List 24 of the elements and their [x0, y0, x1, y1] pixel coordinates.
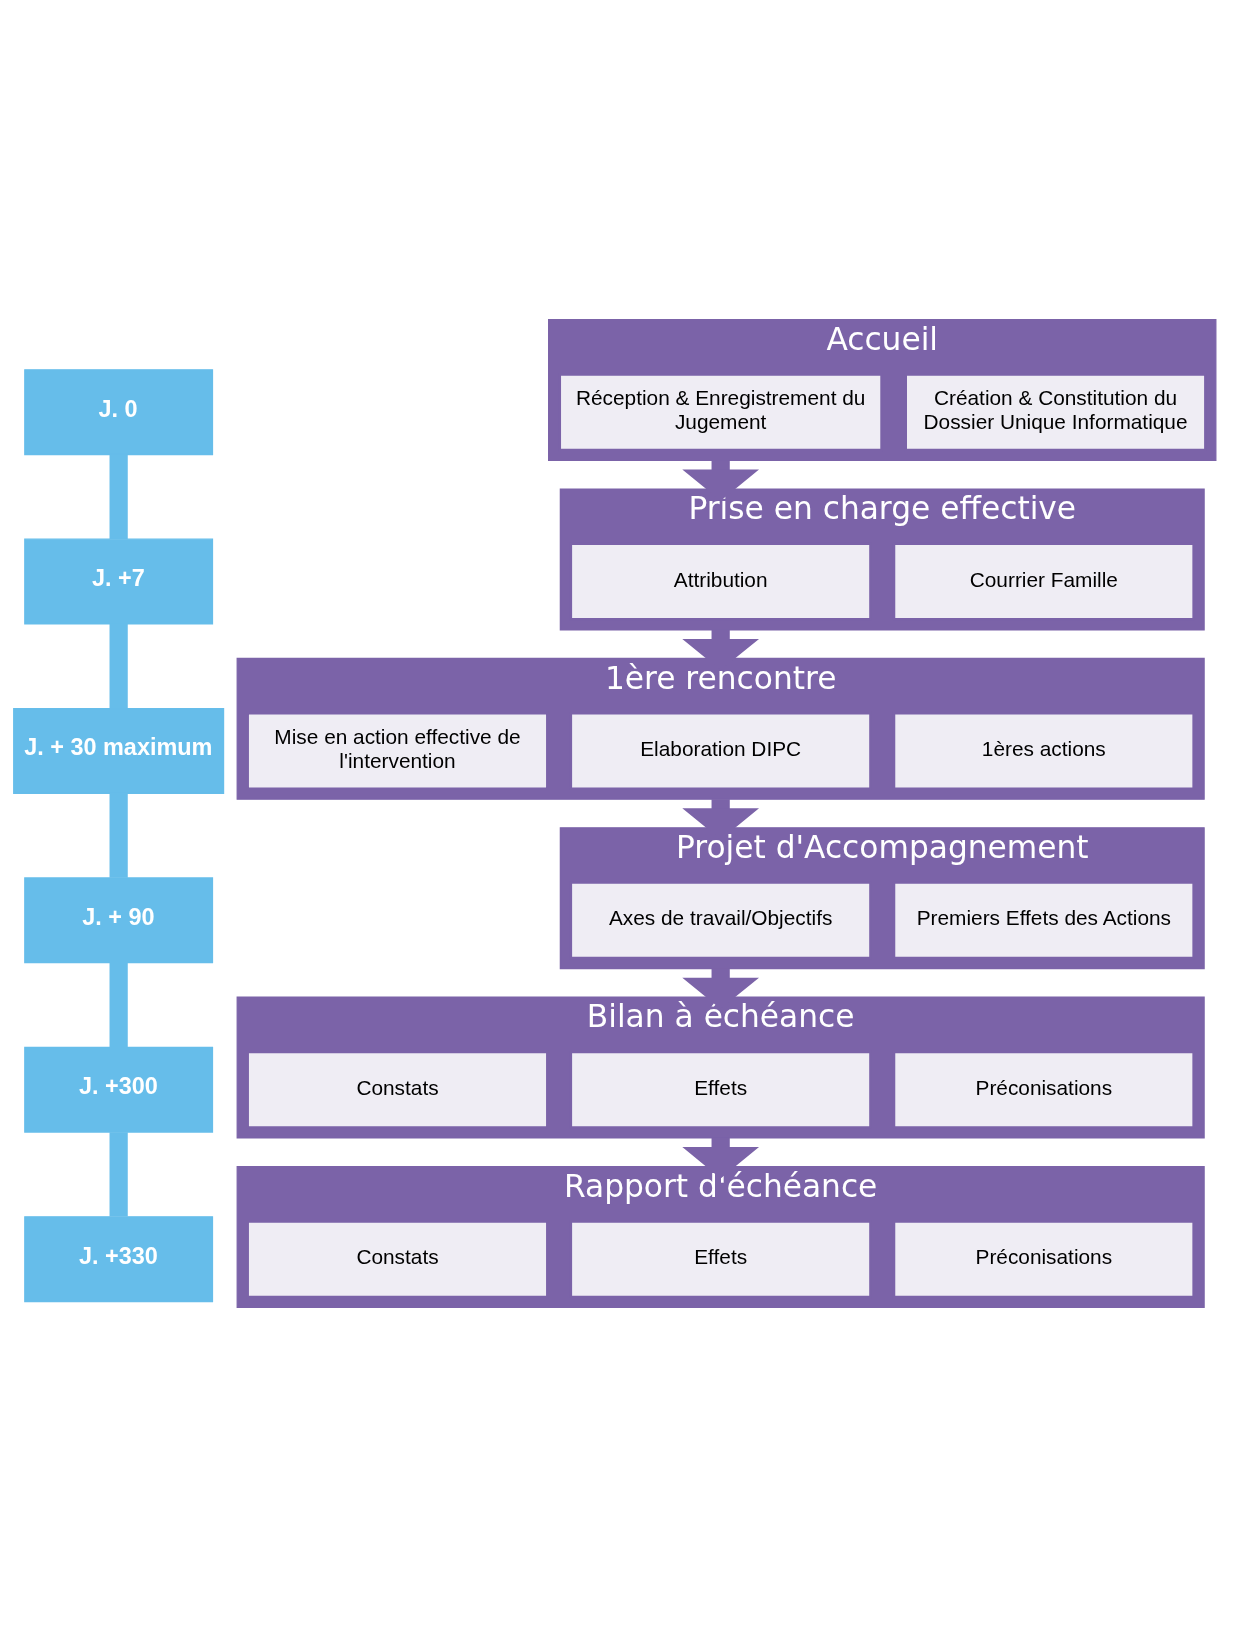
node-box: Effets — [569, 1219, 872, 1298]
node-box: J. +330 — [24, 1215, 214, 1302]
connector — [109, 454, 128, 539]
node-box: J. +7 — [24, 538, 214, 625]
node-box: Préconisations — [892, 1219, 1195, 1298]
node-box: Elaboration DIPC — [569, 711, 872, 790]
node-box: J. +300 — [24, 1046, 214, 1133]
node-box: Mise en action effective de l'intervention — [246, 711, 549, 790]
node-box: Axes de travail/Objectifs — [569, 880, 872, 959]
node-box: Réception & Enregistrement du Jugement — [558, 372, 883, 451]
connector — [109, 793, 128, 878]
node-box: Constats — [246, 1219, 549, 1298]
node-box: Premiers Effets des Actions — [892, 880, 1195, 959]
node-box: 1ères actions — [892, 711, 1195, 790]
node-box: J. 0 — [24, 368, 214, 455]
node-box: Création & Constitution du Dossier Unique Informatique — [904, 372, 1207, 451]
node-box: J. + 30 maximum — [13, 707, 225, 794]
connector — [109, 623, 128, 708]
connector — [109, 962, 128, 1047]
node-box: Constats — [246, 1050, 549, 1129]
connector — [109, 1131, 128, 1216]
node-box: J. + 90 — [24, 876, 214, 963]
node-box: Préconisations — [892, 1050, 1195, 1129]
node-box: Effets — [569, 1050, 872, 1129]
